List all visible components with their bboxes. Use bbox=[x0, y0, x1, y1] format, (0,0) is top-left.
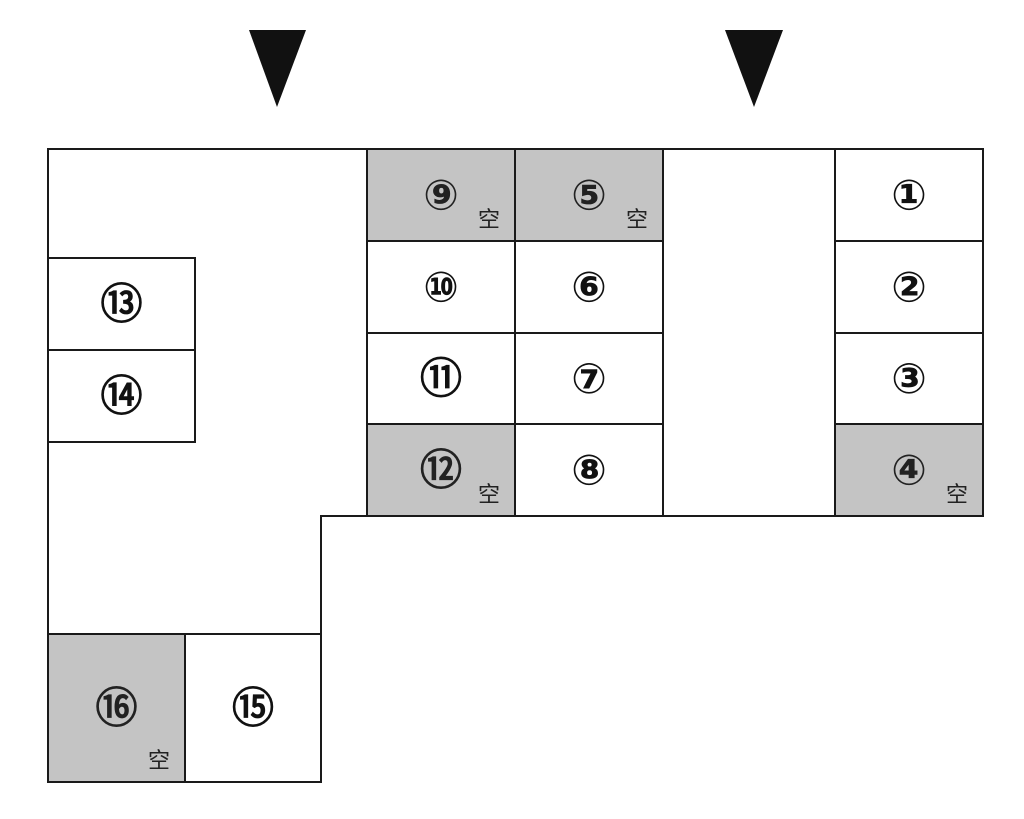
parking-space-7: ⑦ bbox=[514, 332, 664, 425]
entrance-arrow-left-icon bbox=[249, 30, 306, 107]
space-number-label: ⑧ bbox=[571, 446, 607, 495]
space-number-label: ⑩ bbox=[423, 263, 459, 312]
parking-space-cell bbox=[834, 240, 984, 334]
parking-space-11: ⑪ bbox=[366, 332, 516, 425]
parking-space-2: ② bbox=[834, 240, 984, 334]
parking-space-8: ⑧ bbox=[514, 423, 664, 517]
parking-space-cell bbox=[47, 257, 196, 351]
parking-space-13: ⑬ bbox=[47, 257, 196, 351]
space-number-label: ⑦ bbox=[571, 354, 607, 403]
parking-space-cell bbox=[366, 240, 516, 334]
space-number-label: ⑥ bbox=[571, 263, 607, 312]
parking-space-16: ⑯空 bbox=[47, 633, 186, 783]
vacant-mark-label: 空 bbox=[148, 749, 170, 774]
vacant-mark-label: 空 bbox=[478, 483, 500, 508]
space-number-label: ⑮ bbox=[232, 684, 274, 733]
parking-space-12: ⑫空 bbox=[366, 423, 516, 517]
space-number-label: ③ bbox=[891, 354, 927, 403]
space-number-label: ⑪ bbox=[420, 354, 462, 403]
space-number-label: ② bbox=[891, 263, 927, 312]
space-number-label: ⑬ bbox=[100, 280, 142, 329]
vacant-mark-label: 空 bbox=[626, 208, 648, 233]
entrance-arrow-right-icon bbox=[725, 30, 783, 107]
space-number-label: ⑫ bbox=[420, 446, 462, 495]
parking-space-cell bbox=[834, 423, 984, 517]
parking-space-4: ④空 bbox=[834, 423, 984, 517]
space-number-label: ⑭ bbox=[100, 372, 142, 421]
parking-space-6: ⑥ bbox=[514, 240, 664, 334]
parking-space-cell bbox=[366, 423, 516, 517]
space-number-label: ⑯ bbox=[95, 684, 137, 733]
space-number-label: ④ bbox=[891, 446, 927, 495]
parking-space-cell bbox=[47, 633, 186, 783]
parking-space-cell bbox=[47, 349, 196, 443]
parking-space-cell bbox=[366, 148, 516, 242]
parking-space-cell bbox=[514, 423, 664, 517]
parking-space-10: ⑩ bbox=[366, 240, 516, 334]
space-number-label: ⑨ bbox=[423, 171, 459, 220]
parking-space-3: ③ bbox=[834, 332, 984, 425]
parking-space-15: ⑮ bbox=[184, 633, 322, 783]
parking-space-cell bbox=[514, 240, 664, 334]
parking-space-14: ⑭ bbox=[47, 349, 196, 443]
space-number-label: ① bbox=[891, 171, 927, 220]
parking-space-1: ① bbox=[834, 148, 984, 242]
space-number-label: ⑤ bbox=[571, 171, 607, 220]
parking-space-cell bbox=[366, 332, 516, 425]
vacant-mark-label: 空 bbox=[478, 208, 500, 233]
parking-space-5: ⑤空 bbox=[514, 148, 664, 242]
vacant-mark-label: 空 bbox=[946, 483, 968, 508]
parking-space-9: ⑨空 bbox=[366, 148, 516, 242]
